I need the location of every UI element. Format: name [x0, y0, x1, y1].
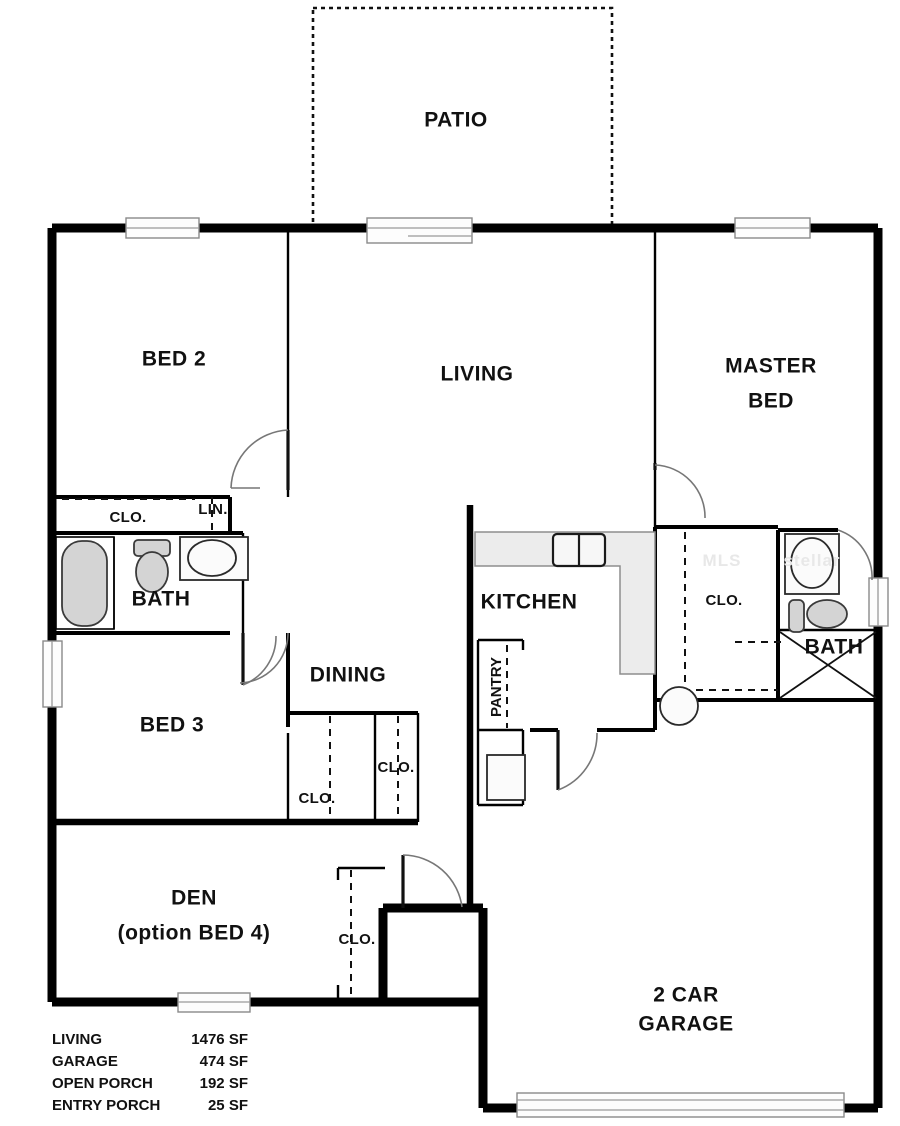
- door-laundry-hall[interactable]: [556, 730, 598, 791]
- toilet-tank-master-icon: [788, 599, 805, 633]
- patio-label: PATIO: [424, 109, 488, 132]
- label-bed3-closet: CLO.: [298, 790, 335, 807]
- garage-door[interactable]: [516, 1092, 845, 1118]
- master-bath-fixtures: [779, 533, 877, 699]
- label-master-bed-1: MASTER: [725, 355, 817, 378]
- legend-value-0: 1476 SF: [191, 1031, 248, 1048]
- vanity-sink-hall-icon: [187, 539, 237, 577]
- closet-labels: CLO. LIN. CLO. CLO. CLO. CLO.: [109, 501, 742, 948]
- water-heater-icon: [486, 754, 526, 801]
- legend-label-2: OPEN PORCH: [52, 1075, 153, 1092]
- interior-doors[interactable]: [230, 429, 873, 908]
- door-master-bed[interactable]: [653, 463, 706, 519]
- label-pantry: PANTRY: [488, 657, 505, 717]
- legend-value-2: 192 SF: [200, 1075, 248, 1092]
- label-master-bath: BATH: [805, 636, 864, 659]
- legend-value-1: 474 SF: [200, 1053, 248, 1070]
- area-legend: LIVING 1476 SF GARAGE 474 SF OPEN PORCH …: [52, 1031, 248, 1114]
- room-labels: BED 2 LIVING MASTER BED BATH BATH KITCHE…: [118, 348, 864, 1036]
- label-living: LIVING: [440, 363, 513, 386]
- legend-label-0: LIVING: [52, 1031, 102, 1048]
- label-den-closet: CLO.: [338, 931, 375, 948]
- legend-value-3: 25 SF: [208, 1097, 248, 1114]
- window-master-bath: [868, 577, 889, 627]
- toilet-bowl-icon: [135, 551, 169, 593]
- label-kitchen: KITCHEN: [481, 591, 578, 614]
- watermark: stellar MLS: [703, 551, 840, 570]
- label-den-2: (option BED 4): [118, 922, 271, 945]
- patio-outline: [311, 6, 614, 230]
- window-den: [177, 992, 251, 1013]
- bathtub-icon: [61, 540, 108, 627]
- door-den-entry[interactable]: [401, 854, 463, 908]
- label-hall-bath: BATH: [132, 588, 191, 611]
- shower-master-icon: [779, 631, 877, 699]
- door-bed2[interactable]: [230, 429, 290, 490]
- label-garage-1: 2 CAR: [653, 984, 719, 1007]
- label-bed3: BED 3: [140, 714, 204, 737]
- label-linen: LIN.: [198, 501, 228, 518]
- vanity-sink-master-icon: [790, 537, 834, 589]
- door-master-bath[interactable]: [837, 529, 873, 581]
- round-table-icon: [659, 686, 699, 726]
- label-bed2: BED 2: [142, 348, 206, 371]
- legend-label-1: GARAGE: [52, 1053, 118, 1070]
- window-master-bed: [734, 217, 811, 239]
- patio-area: PATIO: [311, 6, 614, 230]
- svg-text:MLS: MLS: [703, 551, 742, 570]
- window-bed2: [125, 217, 200, 239]
- label-hall-closet: CLO.: [109, 509, 146, 526]
- interior-walls: [52, 232, 878, 1000]
- label-dining: DINING: [310, 664, 387, 687]
- toilet-bowl-master-icon: [806, 599, 848, 629]
- label-master-bed-2: BED: [748, 390, 794, 413]
- label-den-1: DEN: [171, 887, 217, 910]
- utility-fixtures: [486, 686, 699, 801]
- window-bed3: [42, 640, 63, 708]
- kitchen-counters: [474, 531, 656, 675]
- label-dining-closet: CLO.: [377, 759, 414, 776]
- svg-text:stellar: stellar: [783, 551, 840, 570]
- door-bed3[interactable]: [239, 632, 289, 684]
- hall-bath-fixtures: [55, 536, 249, 630]
- label-garage-2: GARAGE: [638, 1013, 733, 1036]
- legend-label-3: ENTRY PORCH: [52, 1097, 160, 1114]
- label-master-closet: CLO.: [705, 592, 742, 609]
- exterior-openings: [42, 217, 889, 1118]
- slider-door-living-patio[interactable]: [366, 217, 473, 244]
